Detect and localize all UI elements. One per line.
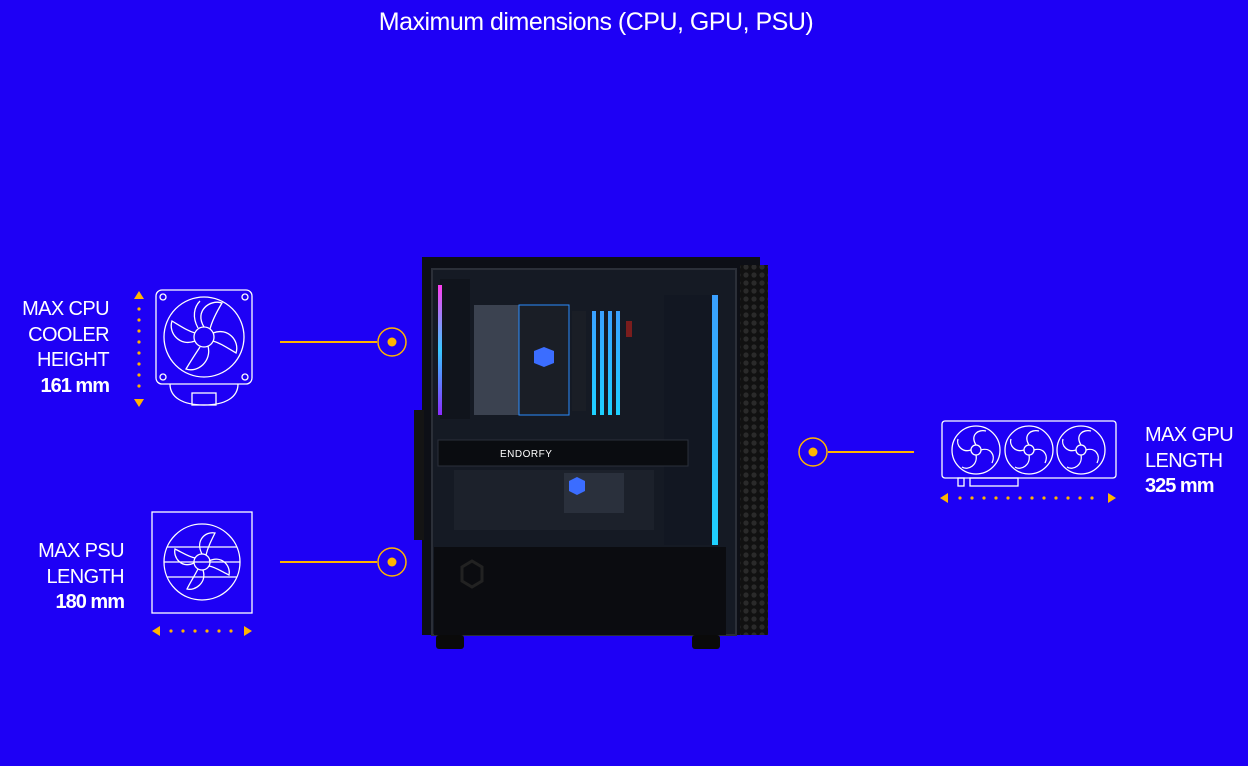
cpu-label-line1: MAX CPU bbox=[22, 298, 110, 320]
pc-case-image: ENDORFY bbox=[414, 257, 768, 649]
cpu-leader-line bbox=[280, 341, 377, 343]
cpu-hotspot-marker[interactable] bbox=[377, 327, 407, 357]
gpu-label-line2: LENGTH bbox=[1145, 449, 1223, 472]
cpu-cooler-icon bbox=[155, 289, 253, 406]
gpu-hotspot-marker[interactable] bbox=[798, 437, 828, 467]
gpu-icon bbox=[941, 420, 1117, 487]
cpu-cooler-spec: MAX CPU COOLER HEIGHT 161 mm bbox=[10, 297, 111, 399]
psu-label-line2: LENGTH bbox=[46, 565, 124, 588]
cpu-label-line3: HEIGHT bbox=[37, 349, 110, 371]
psu-hotspot-marker[interactable] bbox=[377, 547, 407, 577]
vertical-dimension-arrow-icon bbox=[134, 291, 144, 407]
gpu-dimension-arrow-icon bbox=[940, 493, 1116, 503]
cpu-cooler-height-value: 161 mm bbox=[40, 374, 111, 397]
psu-label-line1: MAX PSU bbox=[38, 540, 124, 562]
page-title: Maximum dimensions (CPU, GPU, PSU) bbox=[378, 8, 814, 36]
gpu-label-line1: MAX GPU bbox=[1145, 424, 1234, 446]
gpu-leader-line bbox=[828, 451, 914, 453]
psu-leader-line bbox=[280, 561, 377, 563]
psu-spec: MAX PSU LENGTH 180 mm bbox=[20, 539, 126, 616]
psu-length-value: 180 mm bbox=[55, 591, 126, 613]
case-gpu-brand-text: ENDORFY bbox=[500, 449, 552, 460]
cpu-label-line2: COOLER bbox=[28, 323, 109, 346]
horizontal-dimension-arrow-icon bbox=[152, 626, 252, 636]
psu-icon bbox=[151, 511, 253, 614]
gpu-spec: MAX GPU LENGTH 325 mm bbox=[1145, 423, 1245, 500]
gpu-length-value: 325 mm bbox=[1145, 475, 1215, 497]
